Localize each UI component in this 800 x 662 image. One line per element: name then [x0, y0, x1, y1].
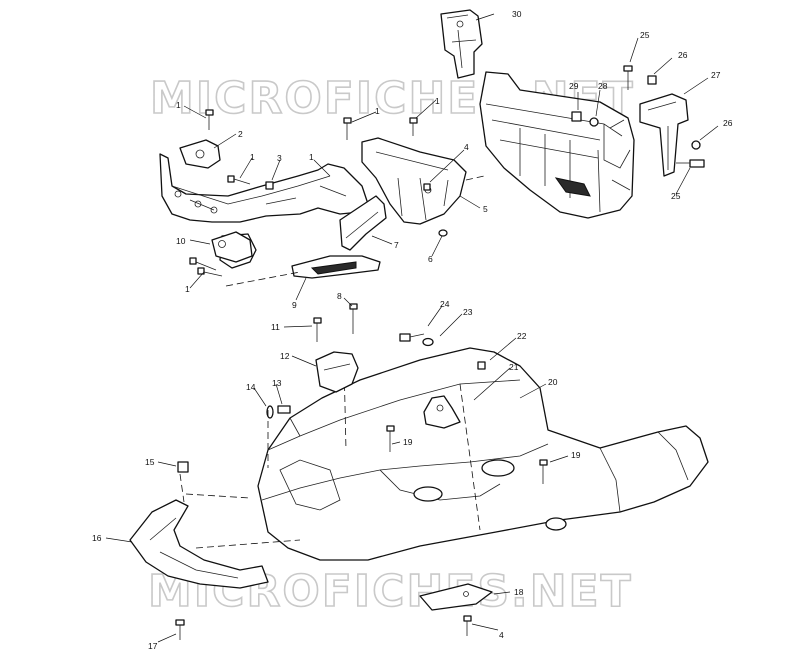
bolt-1-upper-b [343, 117, 352, 140]
callout-28: 28 [598, 81, 608, 91]
callout-19: 19 [571, 450, 581, 460]
steering-support [361, 137, 467, 225]
callout-15: 15 [145, 457, 155, 467]
nut-26-upper [647, 75, 657, 85]
nut-15 [177, 461, 189, 473]
callout-20: 20 [548, 377, 558, 387]
leader-lines [105, 13, 719, 643]
bolt-24 [399, 333, 425, 342]
callout-26: 26 [678, 50, 688, 60]
bolt-1-lower-a [189, 257, 217, 271]
bolt-1-left-a [227, 175, 251, 185]
callout-22: 22 [517, 331, 527, 341]
callout-7: 7 [394, 240, 399, 250]
washer-14 [266, 405, 274, 419]
callout-6: 6 [428, 254, 433, 264]
callout-12: 12 [280, 351, 290, 361]
bolt-19-right [539, 459, 548, 484]
bolt-11 [313, 317, 322, 342]
callout-4: 4 [499, 630, 504, 640]
part-16-bumper [129, 499, 269, 589]
callout-labels: 30 25 26 27 26 25 29 28 1 1 1 1 1 1 2 3 … [92, 9, 733, 651]
callout-1: 1 [250, 152, 255, 162]
part-21-mount [423, 395, 461, 429]
callout-25: 25 [640, 30, 650, 40]
nut-29 [571, 111, 582, 122]
callout-5: 5 [483, 204, 488, 214]
callout-11: 11 [271, 322, 280, 332]
part-10-plate [211, 231, 253, 263]
part-30-bracket [440, 9, 483, 79]
part-2-plate [179, 139, 221, 169]
bolt-25-upper [623, 65, 633, 90]
callout-25: 25 [671, 191, 681, 201]
callout-1: 1 [375, 106, 380, 116]
callout-1: 1 [435, 96, 440, 106]
callout-2: 2 [238, 129, 243, 139]
nut-22 [477, 361, 486, 370]
callout-24: 24 [440, 299, 450, 309]
callout-13: 13 [272, 378, 282, 388]
rear-frame-housing [479, 71, 635, 219]
bolt-19-left [386, 425, 395, 452]
bolt-8 [349, 303, 358, 334]
callout-4: 4 [464, 142, 469, 152]
callout-1: 1 [185, 284, 190, 294]
callout-21: 21 [509, 362, 519, 372]
bolt-1-upper-a [205, 109, 214, 130]
callout-8: 8 [337, 291, 342, 301]
callout-29: 29 [569, 81, 579, 91]
bolt-17 [175, 619, 185, 640]
washer-6 [438, 229, 448, 237]
part-12-bracket [315, 351, 359, 393]
bolt-4-lower [463, 615, 472, 636]
callout-1: 1 [309, 152, 314, 162]
callout-1: 1 [176, 100, 181, 110]
part-18-skid-plate [419, 583, 493, 611]
part-9-crossmember [291, 255, 381, 279]
washer-23 [422, 337, 434, 347]
callout-30: 30 [512, 9, 522, 19]
washer-28 [589, 117, 599, 127]
callout-26: 26 [723, 118, 733, 128]
bolt-25-lower [676, 159, 705, 168]
callout-9: 9 [292, 300, 297, 310]
bolt-1-lower-b [197, 267, 223, 277]
bolt-1-upper-c [409, 117, 418, 136]
bolt-13 [277, 405, 291, 414]
assembly-lines [179, 175, 485, 549]
callout-17: 17 [148, 641, 158, 651]
nose-pan-body [257, 347, 709, 561]
part-7-strut [339, 195, 387, 251]
nut-3 [265, 181, 274, 190]
callout-23: 23 [463, 307, 473, 317]
callout-19: 19 [403, 437, 413, 447]
washer-26-lower [691, 140, 701, 150]
callout-27: 27 [711, 70, 721, 80]
callout-18: 18 [514, 587, 524, 597]
callout-16: 16 [92, 533, 102, 543]
part-27-bracket [639, 93, 689, 177]
callout-14: 14 [246, 382, 256, 392]
bolt-4-upper [423, 183, 431, 191]
callout-10: 10 [176, 236, 186, 246]
callout-3: 3 [277, 153, 282, 163]
